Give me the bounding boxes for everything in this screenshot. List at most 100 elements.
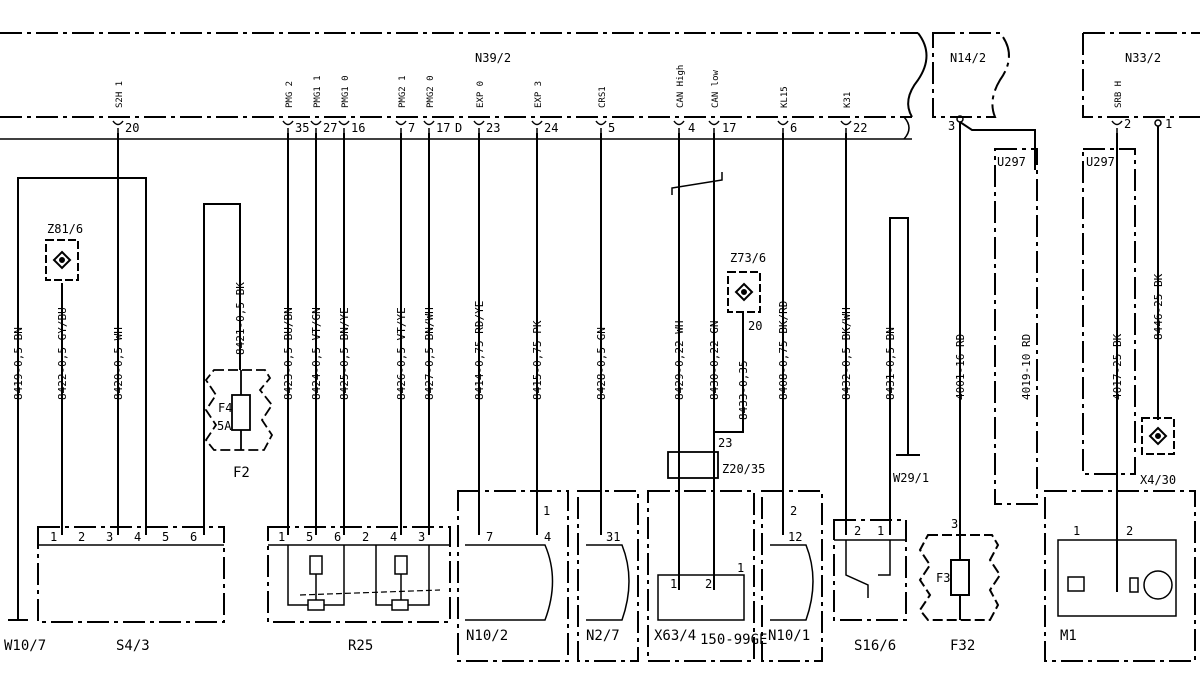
r25-label: R25 bbox=[348, 638, 373, 654]
pin-20: 20 bbox=[125, 121, 139, 135]
pin-labels: 20 35 27 16 7 17 D 23 24 5 4 17 6 22 3 2… bbox=[125, 117, 1172, 135]
wire-8421: 8421-0,5 BK bbox=[234, 282, 247, 355]
s166-pin-2: 2 bbox=[854, 524, 861, 538]
r25-pin-3: 3 bbox=[418, 530, 425, 544]
n27-pin-31: 31 bbox=[606, 530, 620, 544]
z20-splice bbox=[667, 451, 719, 479]
z20-label: Z20/35 bbox=[722, 462, 765, 476]
f32-fuse-box bbox=[918, 534, 1002, 621]
pin-22: 22 bbox=[853, 121, 867, 135]
s166-pin-1: 1 bbox=[877, 524, 884, 538]
pin-23: 23 bbox=[486, 121, 500, 135]
z20-pin: 23 bbox=[718, 436, 732, 450]
u297b-label: U297 bbox=[1086, 155, 1115, 169]
s43-label: S4/3 bbox=[116, 638, 150, 654]
signal-kl31: K31 bbox=[843, 92, 853, 108]
wire-8415: 8415-0,75 PK bbox=[531, 320, 544, 400]
pin-6: 6 bbox=[790, 121, 797, 135]
x430-ground-symbol bbox=[1141, 410, 1175, 455]
wire-8423: 8423-0,5 BU/BN bbox=[282, 307, 295, 400]
n33-label: N33/2 bbox=[1125, 51, 1161, 65]
component-labels: Z81/6 Z73/6 20 23 Z20/35 F4 5A F2 W29/1 … bbox=[4, 155, 1176, 654]
wire-4001: 4001-16 RD bbox=[954, 334, 967, 400]
s166-label: S16/6 bbox=[854, 638, 896, 654]
signal-canh: CAN High bbox=[676, 65, 686, 108]
n14-pin-3: 3 bbox=[948, 119, 955, 133]
r25-pin-6: 6 bbox=[334, 530, 341, 544]
m1-pin-2: 2 bbox=[1126, 524, 1133, 538]
wire-8426: 8426-0,5 VT/YE bbox=[395, 307, 408, 400]
n33-module-box bbox=[1082, 32, 1200, 118]
signal-srbh: SRB H bbox=[1114, 81, 1124, 108]
wire-8414: 8414-0,75 RD/YE bbox=[473, 301, 486, 400]
n27-label: N2/7 bbox=[586, 628, 620, 644]
n14-label: N14/2 bbox=[950, 51, 986, 65]
wire-8424: 8424-0,5 VT/GN bbox=[310, 307, 323, 400]
f4-amp: 5A bbox=[217, 419, 232, 433]
signal-pmg20: PMG2 0 bbox=[426, 75, 436, 108]
wire-8432: 8432-0,5 BK/WH bbox=[840, 307, 853, 400]
signal-crs1: CRS1 bbox=[598, 86, 608, 108]
wire-8429: 8429-0,22 WH bbox=[673, 321, 686, 400]
m1-motor-box bbox=[1044, 490, 1196, 662]
n39-module-box bbox=[0, 32, 928, 140]
x634-pin-2: 2 bbox=[705, 577, 712, 591]
signal-kl15: KL15 bbox=[780, 86, 790, 108]
n33-pin-1: 1 bbox=[1165, 117, 1172, 131]
n101-pin-12: 12 bbox=[788, 530, 802, 544]
s166-switch-box bbox=[833, 519, 907, 621]
s43-switch-box bbox=[37, 526, 225, 623]
wire-8408: 8408-0,75 BK/RD bbox=[777, 301, 790, 400]
e150-box bbox=[647, 490, 755, 662]
connector-pin-labels: 1 2 3 4 5 6 1 5 6 2 4 3 7 4 1 31 1 2 1 1… bbox=[50, 504, 1133, 591]
f32-label: F32 bbox=[950, 638, 975, 654]
f32-pin-3: 3 bbox=[951, 517, 958, 531]
r25-resistor-box bbox=[267, 526, 451, 623]
s43-pin-4: 4 bbox=[134, 530, 141, 544]
z81-ground-symbol bbox=[45, 239, 79, 281]
pin-35: 35 bbox=[295, 121, 309, 135]
signal-pmg0: PMG1 0 bbox=[341, 75, 351, 108]
signal-exp0: EXP 0 bbox=[476, 81, 486, 108]
z73-ground-symbol bbox=[727, 271, 761, 313]
n102-pin-top: 1 bbox=[543, 504, 550, 518]
n101-label: N10/1 bbox=[768, 628, 810, 644]
wire-8422: 8422-0,5 GY/BU bbox=[56, 307, 69, 400]
signal-s2h1: S2H 1 bbox=[115, 81, 125, 108]
pin-17: 17 bbox=[436, 121, 450, 135]
s43-pin-5: 5 bbox=[162, 530, 169, 544]
wire-8427: 8427-0,5 BN/WH bbox=[423, 307, 436, 400]
w29-label: W29/1 bbox=[893, 471, 929, 485]
pin-4: 4 bbox=[688, 121, 695, 135]
signal-pmg21: PMG2 1 bbox=[398, 75, 408, 108]
pin-24: 24 bbox=[544, 121, 558, 135]
x430-label: X4/30 bbox=[1140, 473, 1176, 487]
r25-pin-1: 1 bbox=[278, 530, 285, 544]
signal-exp3: EXP 3 bbox=[534, 81, 544, 108]
wire-8419: 8419-0,5 BN bbox=[12, 327, 25, 400]
pin-diode: D bbox=[455, 121, 462, 135]
w107-label: W10/7 bbox=[4, 638, 46, 654]
s43-pin-6: 6 bbox=[190, 530, 197, 544]
n102-pin-7: 7 bbox=[486, 530, 493, 544]
signal-pmg2: PMG 2 bbox=[285, 81, 295, 108]
n39-pin-connectors bbox=[112, 115, 1162, 133]
s43-pin-3: 3 bbox=[106, 530, 113, 544]
z81-label: Z81/6 bbox=[47, 222, 83, 236]
x634-pin-1: 1 bbox=[670, 577, 677, 591]
r25-pin-2: 2 bbox=[362, 530, 369, 544]
u297-boxes bbox=[994, 148, 1136, 505]
wire-4019: 4019-10 RD bbox=[1020, 334, 1033, 400]
n101-box bbox=[761, 490, 823, 662]
module-labels: N39/2 N14/2 N33/2 bbox=[475, 51, 1161, 65]
signal-canl: CAN low bbox=[711, 69, 721, 108]
n102-pin-4: 4 bbox=[544, 530, 551, 544]
e150-label: 150-99GE bbox=[700, 632, 767, 648]
x634-label: X63/4 bbox=[654, 628, 696, 644]
n14-module-box bbox=[932, 32, 1010, 118]
wire-8430: 8430-0,22 GN bbox=[708, 321, 721, 400]
n39-label: N39/2 bbox=[475, 51, 511, 65]
z73-pin: 20 bbox=[748, 319, 762, 333]
wire-8433: 8433-0,35 bbox=[737, 360, 750, 420]
